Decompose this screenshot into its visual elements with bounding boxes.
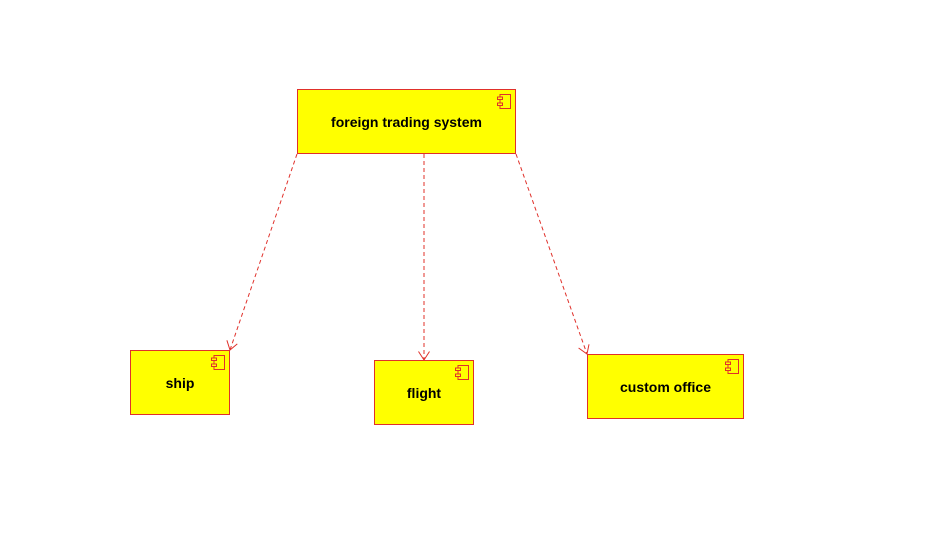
component-custom-office[interactable]: custom office xyxy=(587,354,744,419)
edge-fts-to-custom-office xyxy=(515,153,588,355)
component-icon xyxy=(211,355,225,370)
component-foreign-trading-system[interactable]: foreign trading system xyxy=(297,89,516,154)
component-icon xyxy=(497,94,511,109)
edge-fts-to-ship-arrowhead xyxy=(226,340,238,351)
edge-fts-to-custom-office-arrowhead xyxy=(578,344,590,355)
edge-fts-to-ship xyxy=(229,153,298,351)
component-icon xyxy=(455,365,469,380)
component-label: foreign trading system xyxy=(331,113,482,130)
component-label: flight xyxy=(406,384,442,401)
edge-fts-to-flight-arrowhead xyxy=(418,351,430,361)
component-label: custom office xyxy=(619,378,711,395)
component-flight[interactable]: flight xyxy=(374,360,474,425)
component-label: ship xyxy=(165,374,195,391)
component-icon xyxy=(725,359,739,374)
component-ship[interactable]: ship xyxy=(130,350,230,415)
